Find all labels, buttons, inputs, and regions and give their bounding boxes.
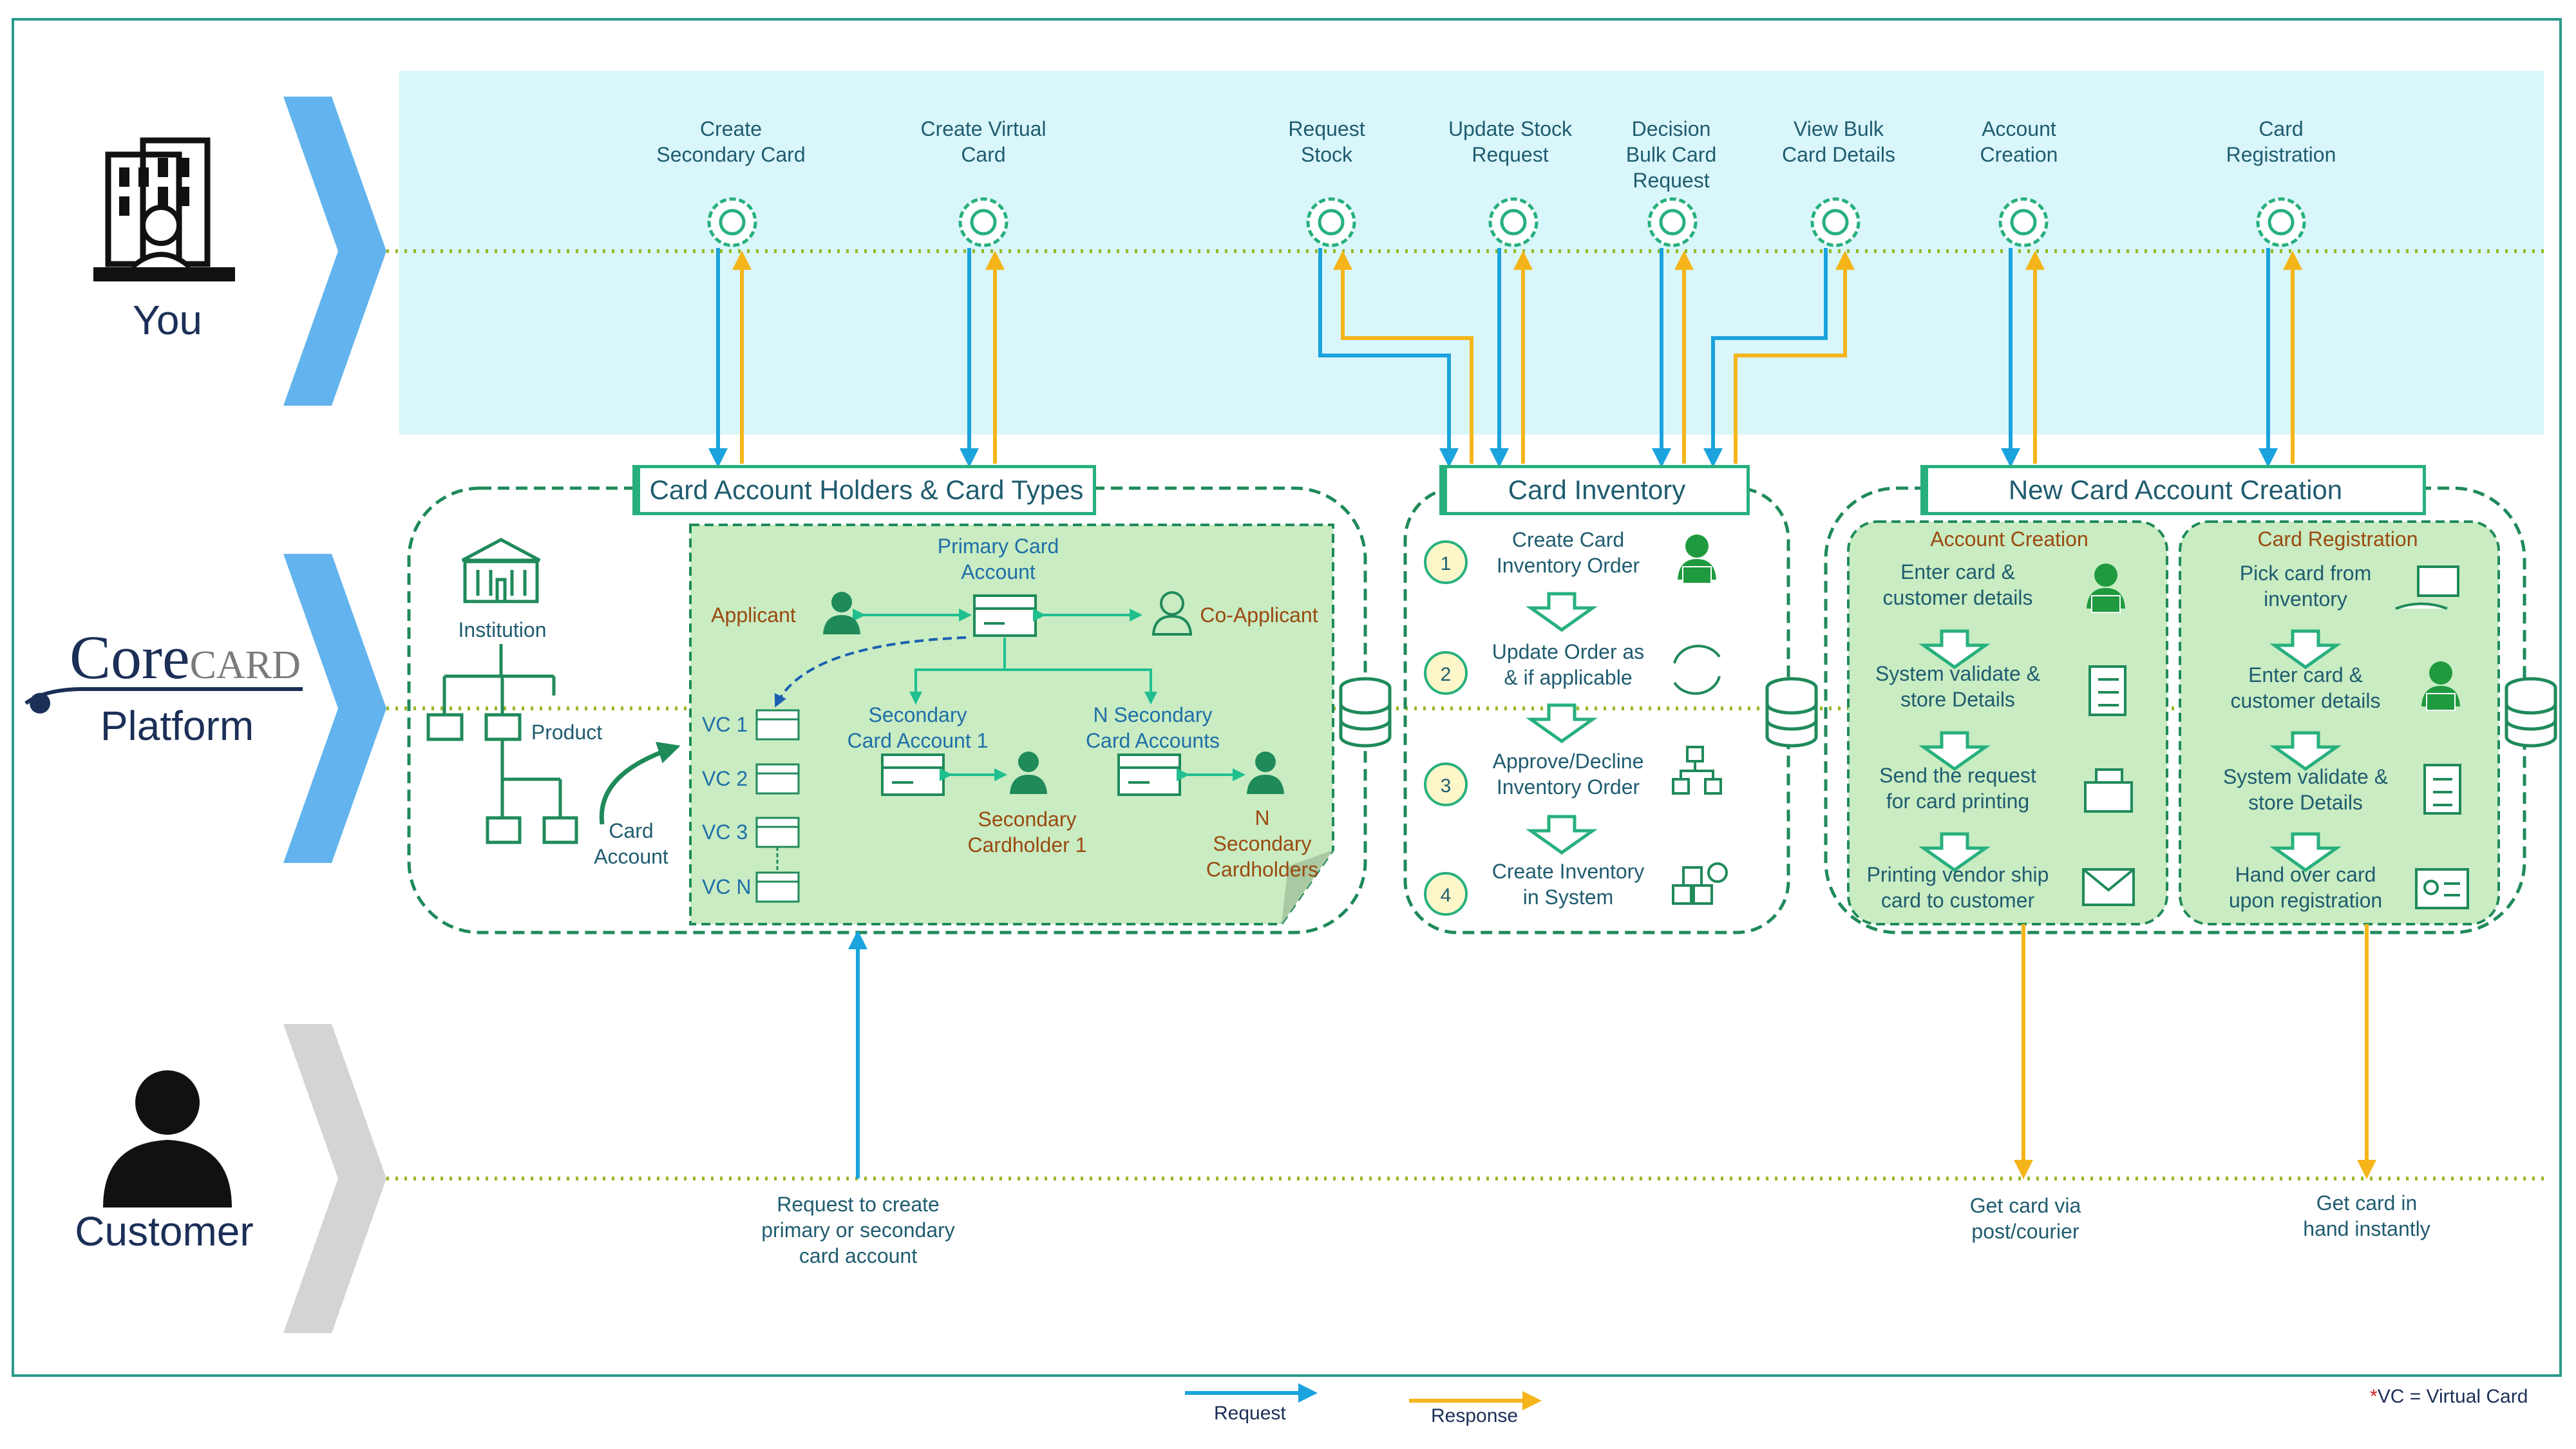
card-registration-step: Enter card &customer details — [2230, 663, 2381, 712]
legend-response-label: Response — [1431, 1405, 1519, 1426]
card-registration-step: System validate &store Details — [2222, 765, 2389, 814]
action-gear-icons — [707, 197, 2306, 247]
hierarchy-tree-icon — [426, 644, 578, 844]
institution-label: Institution — [458, 618, 547, 641]
inventory-step: Update Order as& if applicable — [1492, 640, 1645, 689]
account-creation-title: Account Creation — [1930, 527, 2088, 551]
account-creation-step: Enter card &customer details — [1882, 560, 2033, 609]
applicant-label: Applicant — [711, 603, 796, 627]
product-label: Product — [531, 721, 603, 744]
person-icons — [823, 592, 1284, 794]
vc-label: VC N — [702, 875, 752, 898]
vc-label: VC 3 — [702, 820, 748, 844]
response-arrow — [1333, 251, 1473, 464]
legend-request-label: Request — [1214, 1403, 1286, 1424]
step-number: 1 — [1440, 553, 1452, 574]
card-registration-icons — [2395, 565, 2469, 909]
lane-you: You — [133, 297, 202, 343]
inventory-step-icons — [1672, 535, 1728, 905]
you-chevron — [283, 97, 386, 406]
lane-platform: Platform — [100, 703, 254, 749]
database-icon — [2505, 677, 2557, 748]
step-number-circles — [1424, 540, 1468, 916]
institution-icon — [461, 538, 541, 603]
vc-label: VC 1 — [702, 713, 748, 736]
account-creation-panel — [1847, 520, 2168, 925]
lane-customer: Customer — [75, 1208, 254, 1255]
inventory-section-title: Card Inventory — [1439, 465, 1750, 515]
vc-card-icons — [755, 709, 800, 903]
customer-person-icon — [103, 1070, 232, 1208]
co-applicant-icon — [1151, 591, 1193, 636]
platform-chevron — [283, 554, 386, 863]
customer-chevron — [283, 1024, 386, 1333]
legend-footnote: *VC = Virtual Card — [2370, 1386, 2528, 1407]
card-registration-panel — [2179, 520, 2500, 925]
down-arrow-icons — [1526, 592, 2342, 873]
card-registration-title: Card Registration — [2257, 527, 2418, 551]
vc-label: VC 2 — [702, 767, 748, 790]
diagram-frame — [12, 18, 2562, 1377]
card-icon — [881, 594, 1181, 796]
database-icon — [1339, 677, 1392, 748]
account-creation-icons — [2082, 564, 2135, 906]
new-account-section-title: New Card Account Creation — [1920, 465, 2426, 515]
step-number: 4 — [1440, 885, 1452, 906]
step-number: 2 — [1440, 664, 1452, 685]
corecard-logo: CoreCARD — [70, 623, 301, 692]
curved-arrow-icon — [599, 741, 681, 825]
request-arrow — [1703, 248, 1828, 468]
holders-section-title: Card Account Holders & Card Types — [632, 465, 1096, 515]
response-arrow — [1734, 251, 1855, 464]
request-arrow — [1318, 248, 1459, 468]
account-creation-step: System validate &store Details — [1875, 662, 2041, 711]
database-icon — [1765, 677, 1818, 748]
step-number: 3 — [1440, 775, 1452, 797]
you-building-icon — [93, 137, 235, 281]
co-applicant-label: Co-Applicant — [1200, 603, 1318, 627]
